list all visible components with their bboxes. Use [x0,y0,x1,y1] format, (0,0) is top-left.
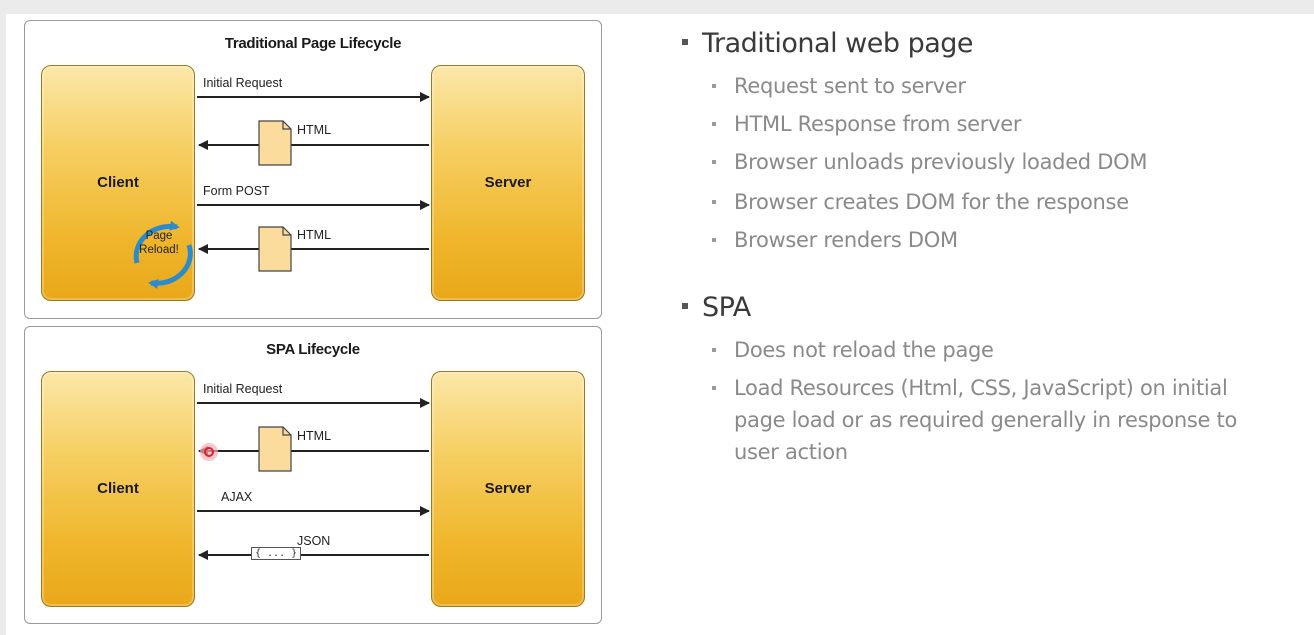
traditional-client-box: Client [41,65,195,301]
traditional-item-text: Request sent to server [734,74,966,98]
traditional-item: HTML Response from server [712,108,1254,140]
traditional-item: Browser creates DOM for the response [712,186,1254,218]
traditional-item-text: Browser creates DOM for the response [734,190,1129,214]
spa-ajax-label: AJAX [221,490,253,504]
traditional-item: Browser unloads previously loaded DOM [712,146,1254,178]
bullet-icon [712,84,716,88]
spa-heading: SPA [682,292,751,323]
slide: Traditional Page Lifecycle Client Server [6,14,1314,635]
traditional-html-label-2: HTML [297,228,332,242]
spa-item: Load Resources (Html, CSS, JavaScript) o… [712,372,1254,468]
traditional-panel-title: Traditional Page Lifecycle [224,35,402,52]
spa-arrows [197,398,430,560]
spa-panel-title: SPA Lifecycle [266,341,360,358]
bullet-icon [712,386,716,390]
spa-item-text: Load Resources (Html, CSS, JavaScript) o… [734,376,1237,464]
traditional-arrows [133,92,430,289]
bullet-icon [712,348,716,352]
bullet-icon [682,38,688,45]
bullet-icon [682,302,688,309]
spa-client-label: Client [97,480,139,497]
bullet-icon [712,238,716,242]
traditional-client-label: Client [97,174,139,191]
page-reload-label: Page Reload! [139,230,179,256]
traditional-initial-request-label: Initial Request [203,76,283,90]
bullet-icon [712,122,716,126]
traditional-item: Request sent to server [712,70,1254,102]
json-payload-icon: { ... } [251,547,302,560]
spa-json-label: JSON [297,534,331,548]
reload-icon [133,220,193,289]
traditional-server-label: Server [484,174,532,191]
spa-html-label: HTML [297,429,332,443]
traditional-item-text: Browser renders DOM [734,228,958,252]
traditional-item-text: HTML Response from server [734,112,1022,136]
document-icon [258,226,292,272]
traditional-heading-text: Traditional web page [702,28,974,59]
cursor-indicator-icon [200,443,218,461]
traditional-item: Browser renders DOM [712,224,1254,256]
spa-client-box: Client [41,371,195,607]
document-icon [258,426,292,472]
document-icon [258,120,292,166]
spa-server-label: Server [484,480,532,497]
bullet-icon [712,160,716,164]
traditional-heading: Traditional web page [682,28,974,59]
traditional-form-post-label: Form POST [203,184,270,198]
spa-server-box: Server [431,371,585,607]
spa-item-text: Does not reload the page [734,338,994,362]
traditional-lifecycle-panel: Traditional Page Lifecycle Client Server [24,20,602,319]
spa-item: Does not reload the page [712,334,1254,366]
spa-initial-request-label: Initial Request [203,382,283,396]
spa-heading-text: SPA [702,292,751,323]
traditional-item-text: Browser unloads previously loaded DOM [734,150,1148,174]
bullet-icon [712,200,716,204]
traditional-server-box: Server [431,65,585,301]
spa-lifecycle-panel: SPA Lifecycle Client Server [24,326,602,624]
traditional-html-label-1: HTML [297,123,332,137]
